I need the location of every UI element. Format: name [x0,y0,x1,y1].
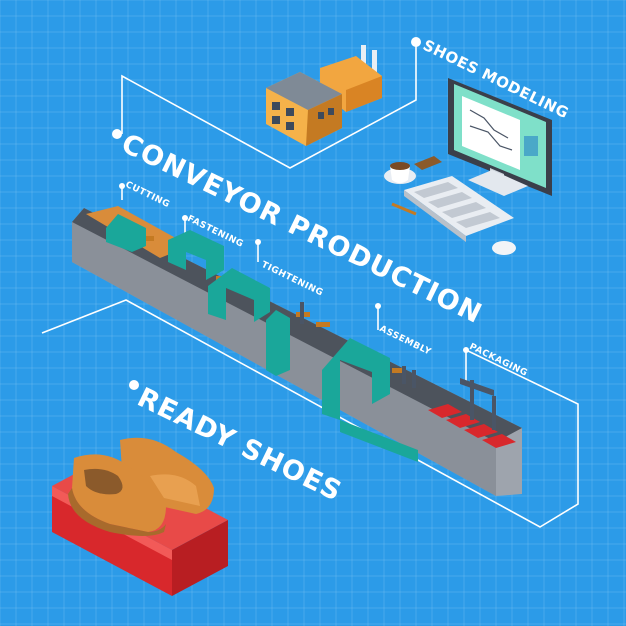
computer-workstation-icon [391,78,552,255]
factory-icon [266,45,382,146]
coffee-cup-icon [384,156,442,184]
connector-dots [112,37,469,390]
shoe-icon [68,437,214,536]
conveyor-line [72,206,522,496]
connector-lines [41,42,579,528]
conveyor-machines [106,214,418,462]
